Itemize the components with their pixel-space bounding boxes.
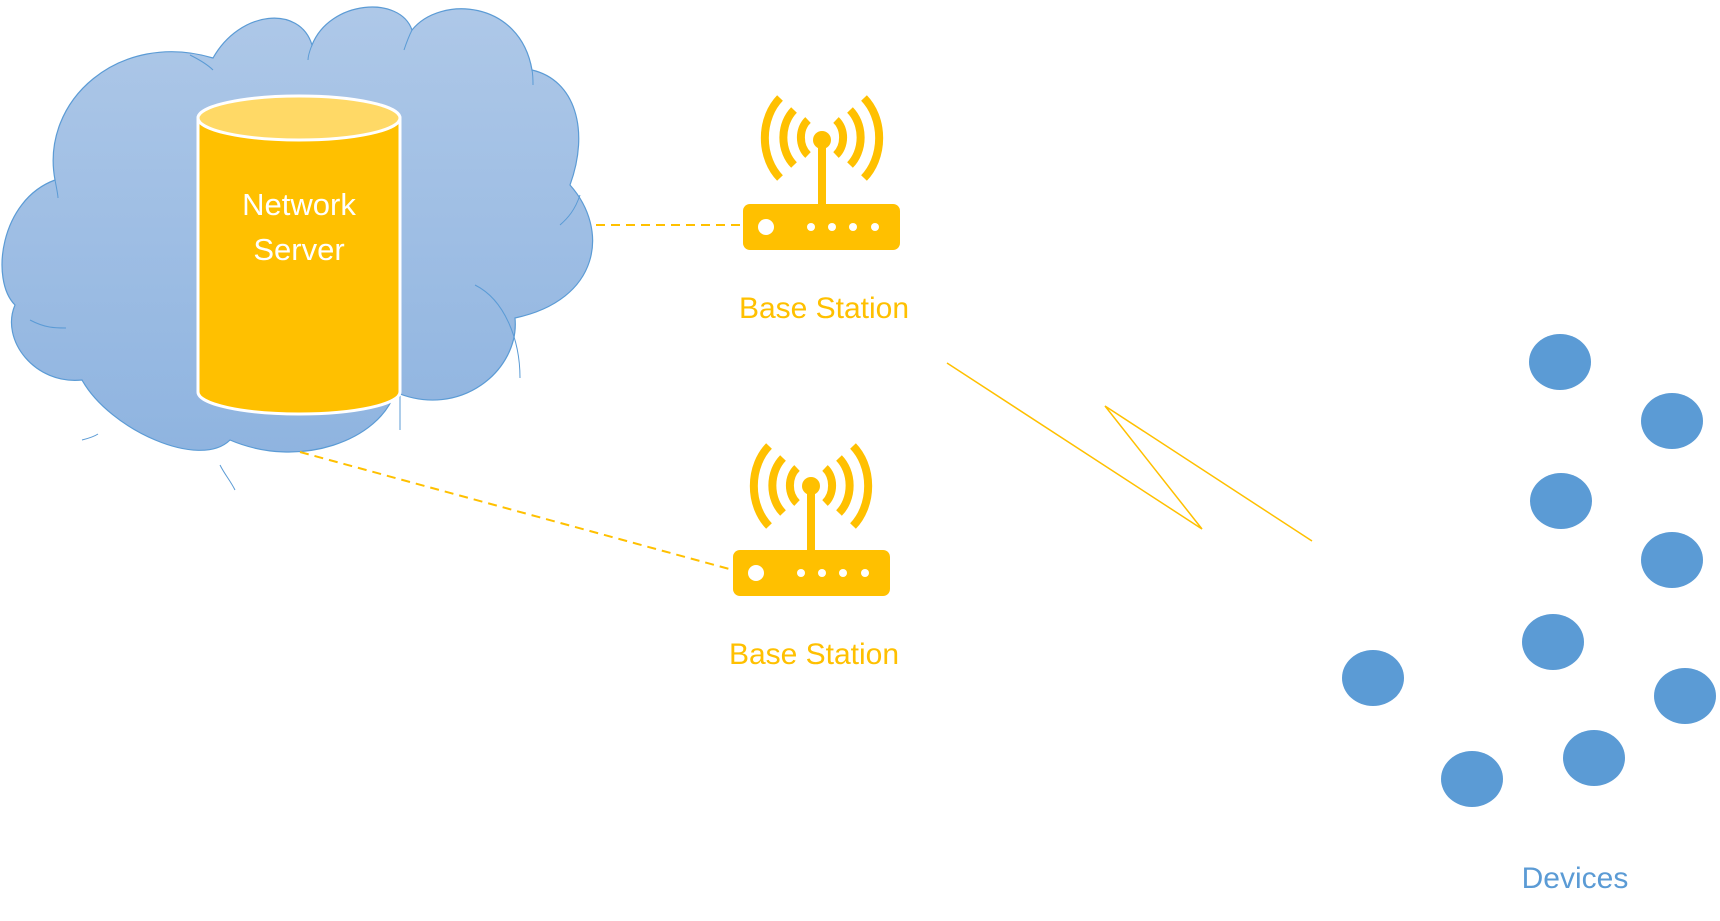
- device[interactable]: [1563, 730, 1625, 786]
- router-led: [807, 223, 815, 231]
- router-led: [828, 223, 836, 231]
- base-station-1-label: Base Station: [739, 292, 909, 325]
- base-station-1[interactable]: Base Station: [739, 95, 909, 325]
- router-led: [839, 569, 847, 577]
- antenna-mast: [807, 486, 815, 554]
- server-label-line2: Server: [253, 232, 344, 267]
- device[interactable]: [1522, 614, 1584, 670]
- device[interactable]: [1641, 393, 1703, 449]
- router-led: [797, 569, 805, 577]
- base-station-2[interactable]: Base Station: [729, 443, 899, 671]
- antenna-mast: [818, 140, 826, 208]
- router-led: [818, 569, 826, 577]
- router-antenna-icon: [760, 95, 884, 181]
- router-power-led: [748, 565, 764, 581]
- wireless-link-lightning-icon: [946, 362, 1313, 542]
- device[interactable]: [1654, 668, 1716, 724]
- router-body: [733, 550, 890, 596]
- device[interactable]: [1529, 334, 1591, 390]
- router-antenna-icon: [749, 443, 873, 529]
- network-server[interactable]: Network Server: [196, 94, 402, 416]
- router-led: [861, 569, 869, 577]
- devices-label: Devices: [1522, 862, 1629, 895]
- router-body: [743, 204, 900, 250]
- router-led: [849, 223, 857, 231]
- device[interactable]: [1641, 532, 1703, 588]
- server-top: [196, 94, 402, 142]
- base-station-2-label: Base Station: [729, 638, 899, 671]
- router-led: [871, 223, 879, 231]
- devices-group: [1342, 334, 1716, 807]
- device[interactable]: [1530, 473, 1592, 529]
- server-body: [196, 116, 402, 416]
- link-server-base-station-2: [299, 451, 734, 571]
- server-label-line1: Network: [242, 187, 356, 222]
- router-power-led: [758, 219, 774, 235]
- device[interactable]: [1342, 650, 1404, 706]
- device[interactable]: [1441, 751, 1503, 807]
